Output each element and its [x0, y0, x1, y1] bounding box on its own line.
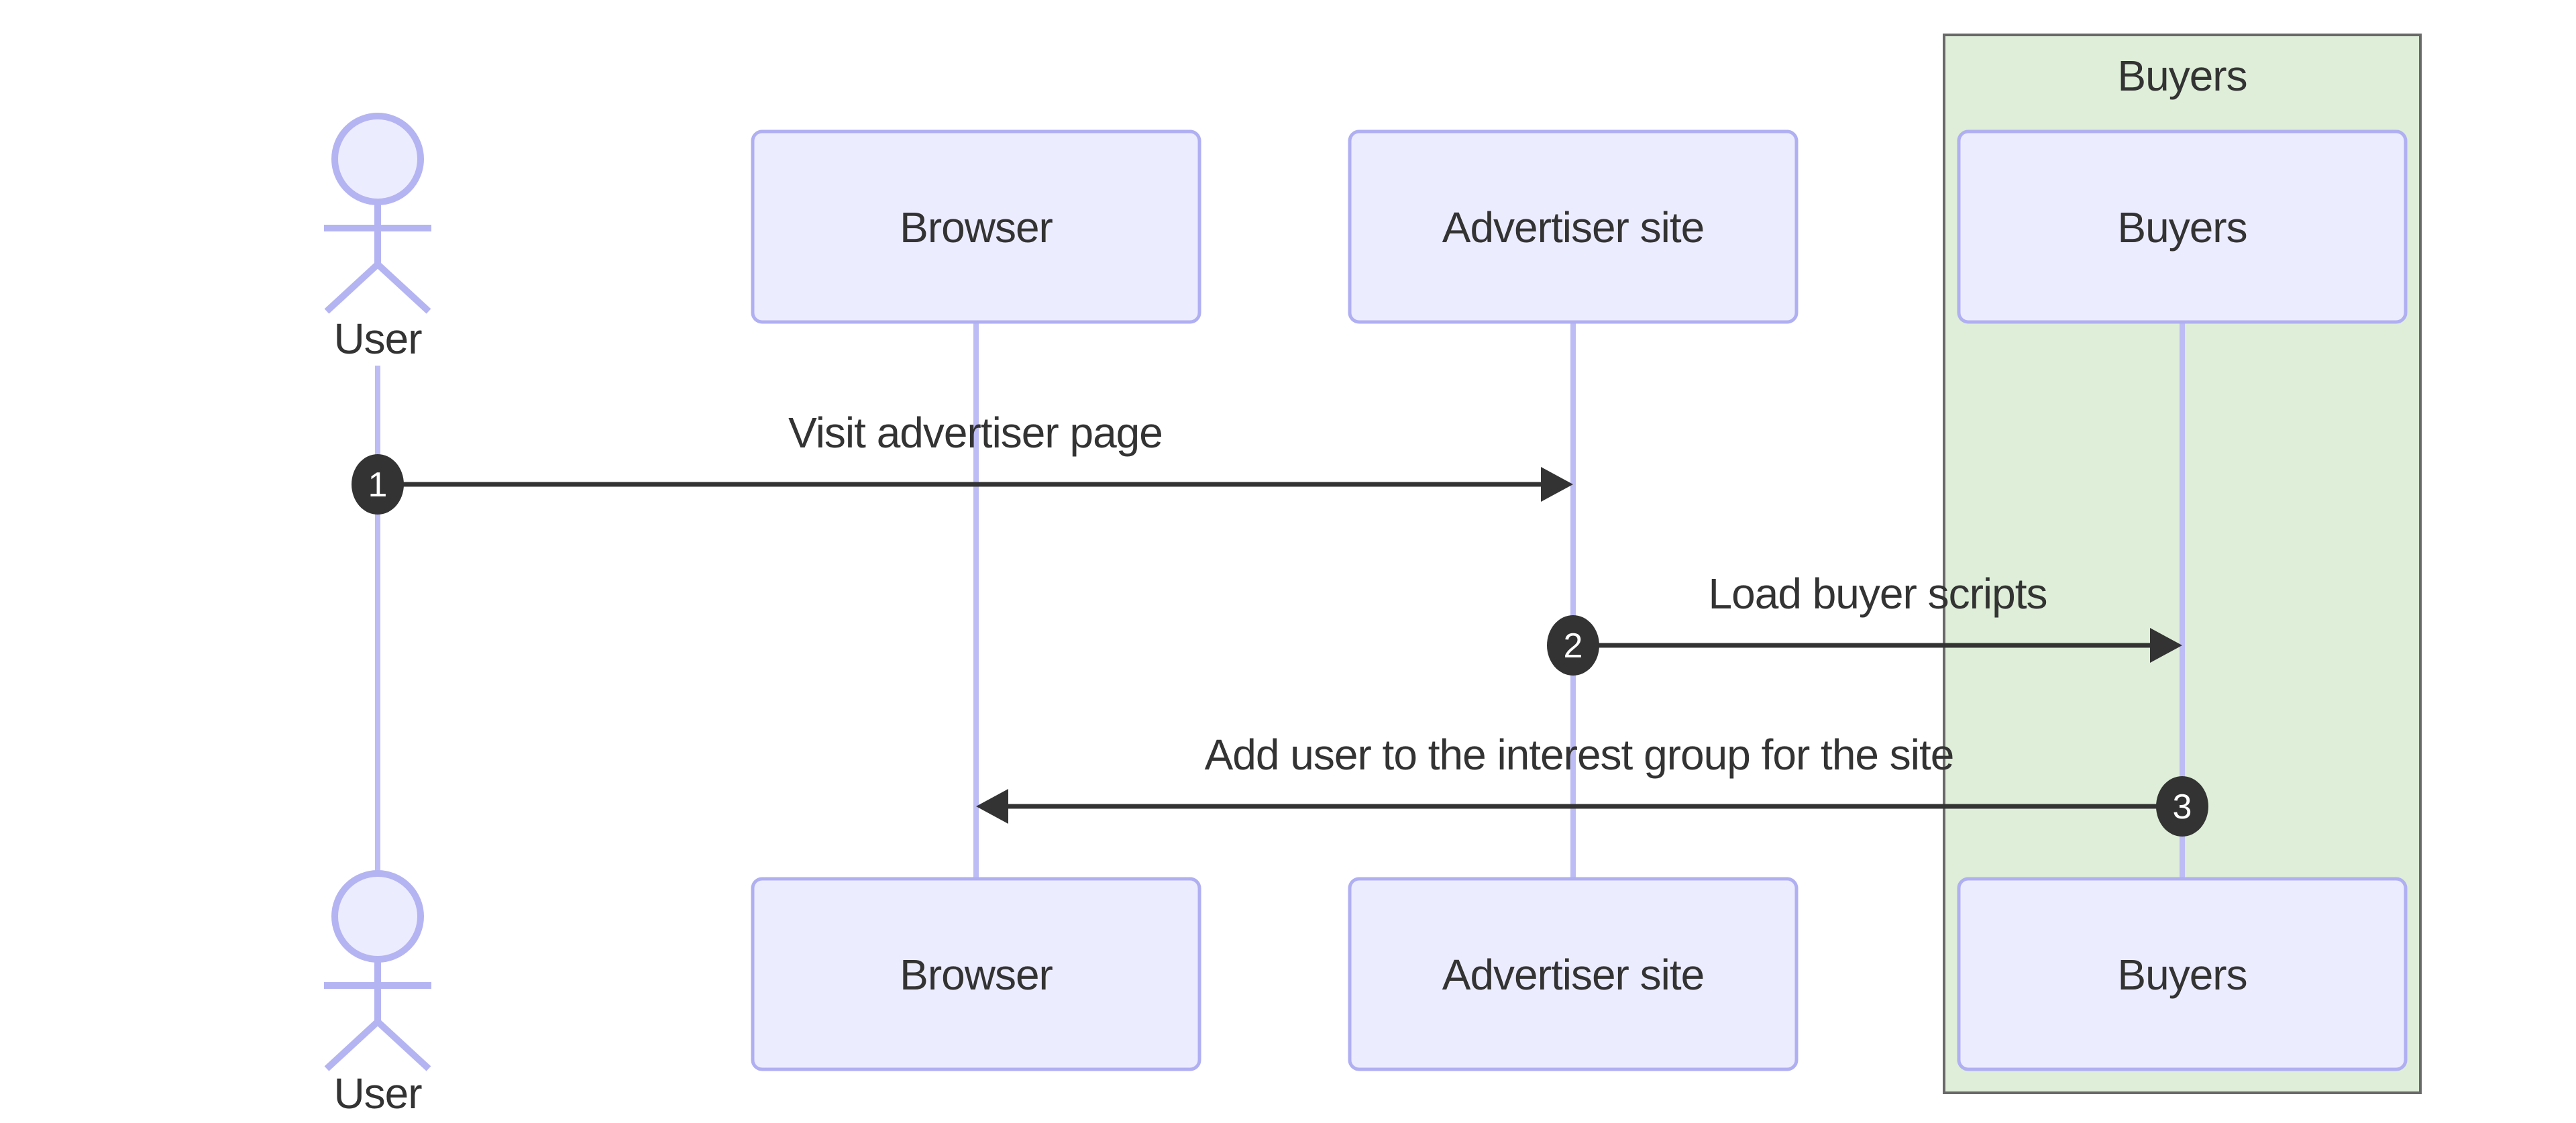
message-2-arrowhead-icon	[2150, 628, 2182, 663]
message-2-seq-badge	[1547, 615, 1599, 676]
participant-browser-top: Browser	[751, 129, 1201, 324]
actor-user-bottom: User	[324, 870, 431, 1118]
message-1-arrowhead-icon	[1541, 467, 1573, 502]
message-3-seq-number: 3	[2173, 788, 2192, 826]
group-buyers-label: Buyers	[2117, 52, 2247, 100]
message-1: Visit advertiser page 1	[352, 409, 1573, 515]
user-actor-right-leg-icon	[375, 1019, 431, 1071]
user-actor-left-leg-icon	[324, 262, 380, 314]
participant-advertiser-site-top: Advertiser site	[1348, 129, 1799, 324]
participant-advertiser-site-top-label: Advertiser site	[1442, 203, 1704, 252]
user-actor-right-leg-icon	[375, 262, 431, 314]
message-3-seq-badge	[2156, 776, 2208, 837]
participant-advertiser-site-bottom-box	[1348, 877, 1799, 1071]
message-1-label: Visit advertiser page	[788, 409, 1163, 457]
message-2-seq-number: 2	[1564, 627, 1583, 665]
participant-browser-bottom-box	[751, 877, 1201, 1071]
message-2: Load buyer scripts 2	[1547, 570, 2182, 676]
participant-buyers-top: Buyers	[1957, 129, 2408, 324]
participant-buyers-top-label: Buyers	[2117, 203, 2247, 252]
message-1-seq-number: 1	[368, 466, 388, 504]
user-actor-left-leg-icon	[324, 1019, 380, 1071]
message-3-label: Add user to the interest group for the s…	[1205, 731, 1954, 779]
actor-user-top: User	[324, 113, 431, 363]
user-actor-head-icon	[331, 870, 424, 963]
user-actor-head-icon	[331, 113, 424, 205]
participant-browser-bottom-label: Browser	[900, 951, 1053, 999]
participant-browser-top-box	[751, 129, 1201, 324]
message-3-arrowhead-icon	[976, 789, 1008, 824]
participant-buyers-bottom-label: Buyers	[2117, 951, 2247, 999]
message-3: Add user to the interest group for the s…	[976, 731, 2208, 837]
participant-advertiser-site-bottom-label: Advertiser site	[1442, 951, 1704, 999]
participant-buyers-top-box	[1957, 129, 2408, 324]
participant-buyers-bottom: Buyers	[1957, 877, 2408, 1071]
participant-browser-top-label: Browser	[900, 203, 1053, 252]
participant-buyers-bottom-box	[1957, 877, 2408, 1071]
message-2-label: Load buyer scripts	[1709, 570, 2047, 618]
participant-advertiser-site-top-box	[1348, 129, 1799, 324]
actor-user-top-label: User	[333, 315, 422, 363]
message-1-seq-badge	[352, 454, 404, 515]
actor-user-bottom-label: User	[333, 1069, 422, 1118]
participant-advertiser-site-bottom: Advertiser site	[1348, 877, 1799, 1071]
participant-browser-bottom: Browser	[751, 877, 1201, 1071]
